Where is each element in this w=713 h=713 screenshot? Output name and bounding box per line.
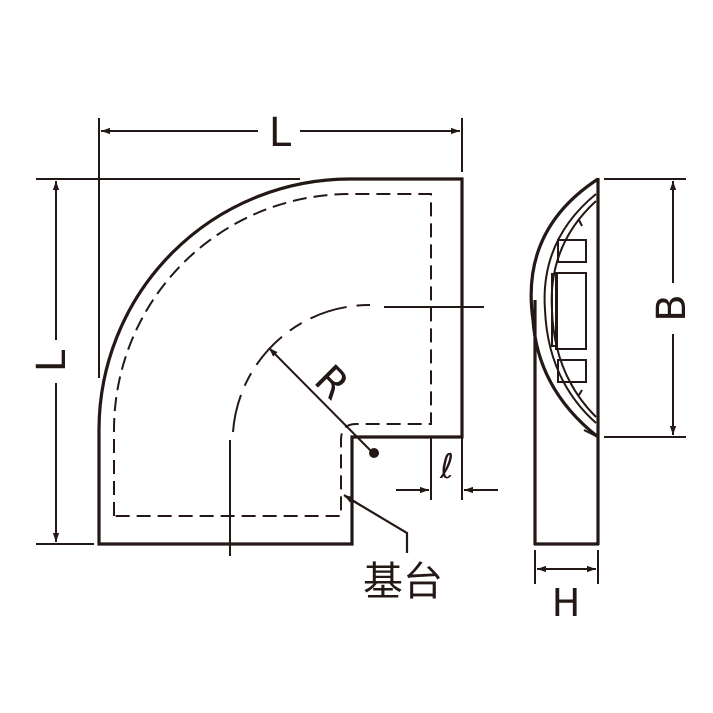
dimension-label-B: B — [649, 294, 695, 321]
base-callout-label: 基台 — [363, 559, 443, 605]
radius-label: R — [305, 356, 357, 408]
channel-slot-upper — [557, 239, 587, 263]
base-dashed-outline — [113, 193, 432, 517]
radius-center-dot — [369, 448, 379, 458]
dimension-label-H: H — [552, 581, 581, 625]
channel-slot-lower — [557, 359, 587, 383]
cover-outer-arc — [529, 177, 599, 439]
base-callout-leader — [343, 494, 409, 553]
dimension-offset-l — [396, 437, 498, 500]
radius-arrow — [268, 347, 373, 453]
dimension-top-L — [98, 118, 463, 378]
cover-inner-arc — [543, 193, 597, 424]
dimension-H — [534, 550, 599, 584]
side-view — [529, 177, 686, 584]
centerline-arc — [232, 303, 371, 433]
dimension-label-top-L: L — [269, 110, 292, 156]
dimension-B — [604, 178, 686, 438]
channel-slot-middle — [555, 272, 587, 350]
dimension-left-L — [36, 178, 300, 545]
elbow-outline — [97, 177, 464, 546]
dimension-label-left-L: L — [29, 349, 75, 372]
plan-view: L L — [29, 110, 498, 556]
offset-label: ℓ — [439, 447, 454, 487]
